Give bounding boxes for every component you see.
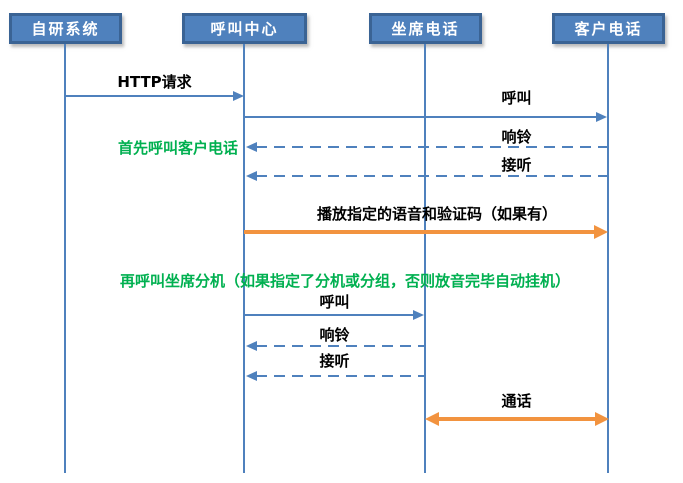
arrowhead-left-icon — [246, 341, 257, 351]
message-label-ring-agent: 响铃 — [319, 326, 350, 344]
message-arrow-call-agent — [244, 314, 415, 316]
message-arrow-play-voice — [244, 230, 596, 234]
message-label-play-voice: 播放指定的语音和验证码（如果有） — [316, 205, 557, 223]
arrowhead-right-icon — [595, 412, 609, 426]
lifeline-self-system — [64, 44, 66, 473]
actor-box-self-system: 自研系统 — [9, 13, 122, 44]
arrowhead-left-icon — [246, 142, 257, 152]
message-label-answer-agent: 接听 — [319, 352, 350, 370]
actor-box-call-center: 呼叫中心 — [182, 13, 307, 44]
message-arrow-answer-customer — [256, 175, 607, 177]
arrowhead-left-icon — [425, 412, 439, 426]
lifeline-customer-phone — [607, 44, 609, 473]
actor-box-customer-phone: 客户电话 — [552, 13, 665, 44]
message-arrow-http-request — [65, 95, 235, 97]
message-arrow-ring-agent — [256, 345, 424, 347]
arrowhead-right-icon — [233, 91, 244, 101]
message-arrow-answer-agent — [256, 375, 424, 377]
arrowhead-left-icon — [246, 171, 257, 181]
message-label-http-request: HTTP请求 — [117, 73, 192, 91]
arrowhead-right-icon — [596, 112, 607, 122]
message-arrow-ring-customer — [256, 146, 607, 148]
message-label-call-customer: 呼叫 — [501, 89, 532, 107]
message-label-talk: 通话 — [501, 392, 532, 410]
arrowhead-right-icon — [594, 225, 608, 239]
arrowhead-left-icon — [246, 371, 257, 381]
lifeline-call-center — [243, 44, 245, 473]
message-label-ring-customer: 响铃 — [501, 128, 532, 146]
message-arrow-talk — [437, 417, 597, 421]
annotation-first-call-customer: 首先呼叫客户电话 — [117, 139, 238, 157]
arrowhead-right-icon — [413, 310, 424, 320]
actor-box-agent-phone: 坐席电话 — [369, 13, 482, 44]
lifeline-agent-phone — [424, 44, 426, 473]
message-label-answer-customer: 接听 — [501, 156, 532, 174]
message-arrow-call-customer — [244, 116, 598, 118]
message-label-call-agent: 呼叫 — [319, 293, 350, 311]
annotation-then-call-agent: 再呼叫坐席分机（如果指定了分机或分组，否则放音完毕自动挂机） — [119, 272, 570, 290]
